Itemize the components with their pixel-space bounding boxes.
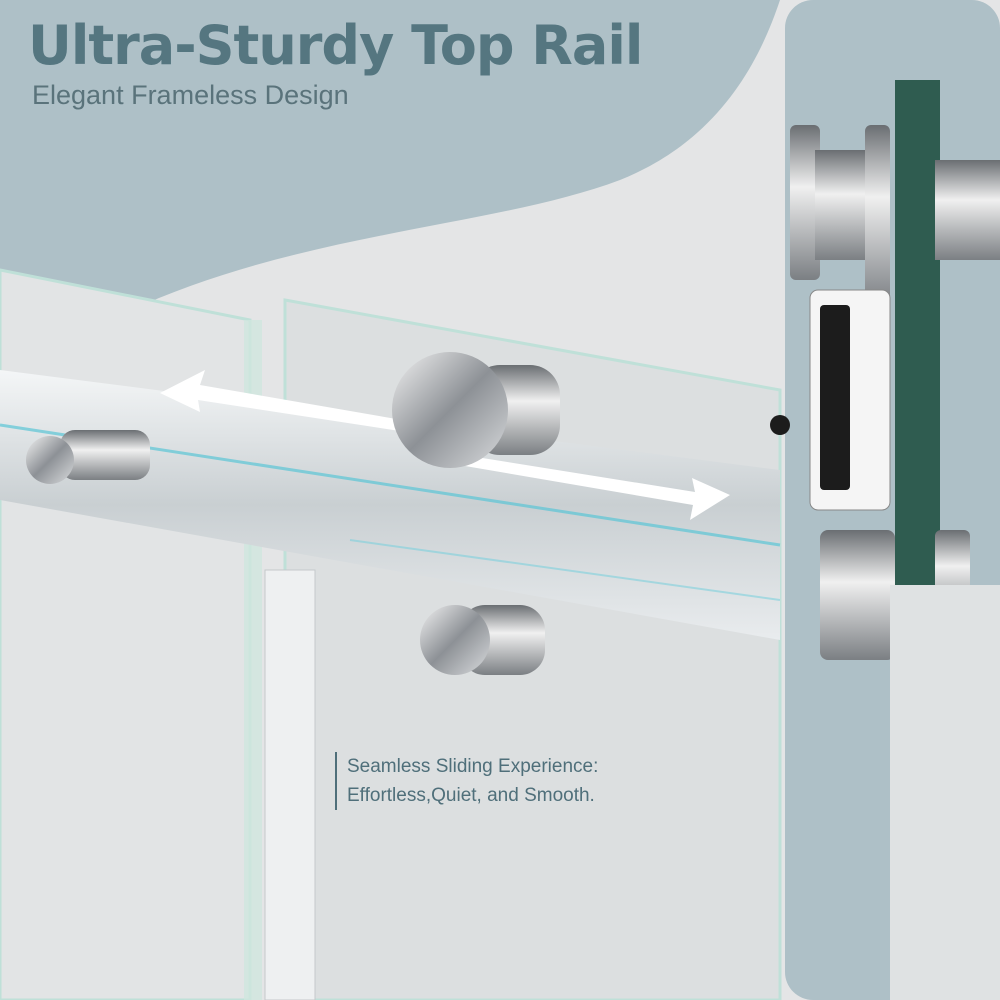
roller-lower — [420, 605, 545, 675]
page-title: Ultra-Sturdy Top Rail — [28, 14, 643, 77]
feature-caption: Seamless Sliding Experience: Effortless,… — [335, 752, 598, 810]
background-wave — [0, 0, 780, 390]
subtitle: Elegant Frameless Design — [32, 80, 349, 110]
slide-left-arrow — [160, 370, 460, 440]
slide-right-arrow — [430, 450, 730, 520]
stopper-knob — [770, 415, 790, 435]
roller-left — [26, 430, 150, 484]
roller-large — [392, 352, 560, 468]
seal-strip — [264, 569, 316, 1000]
caption-line-2: Effortless,Quiet, and Smooth. — [347, 785, 595, 806]
caption-line-1: Seamless Sliding Experience: — [347, 756, 599, 777]
